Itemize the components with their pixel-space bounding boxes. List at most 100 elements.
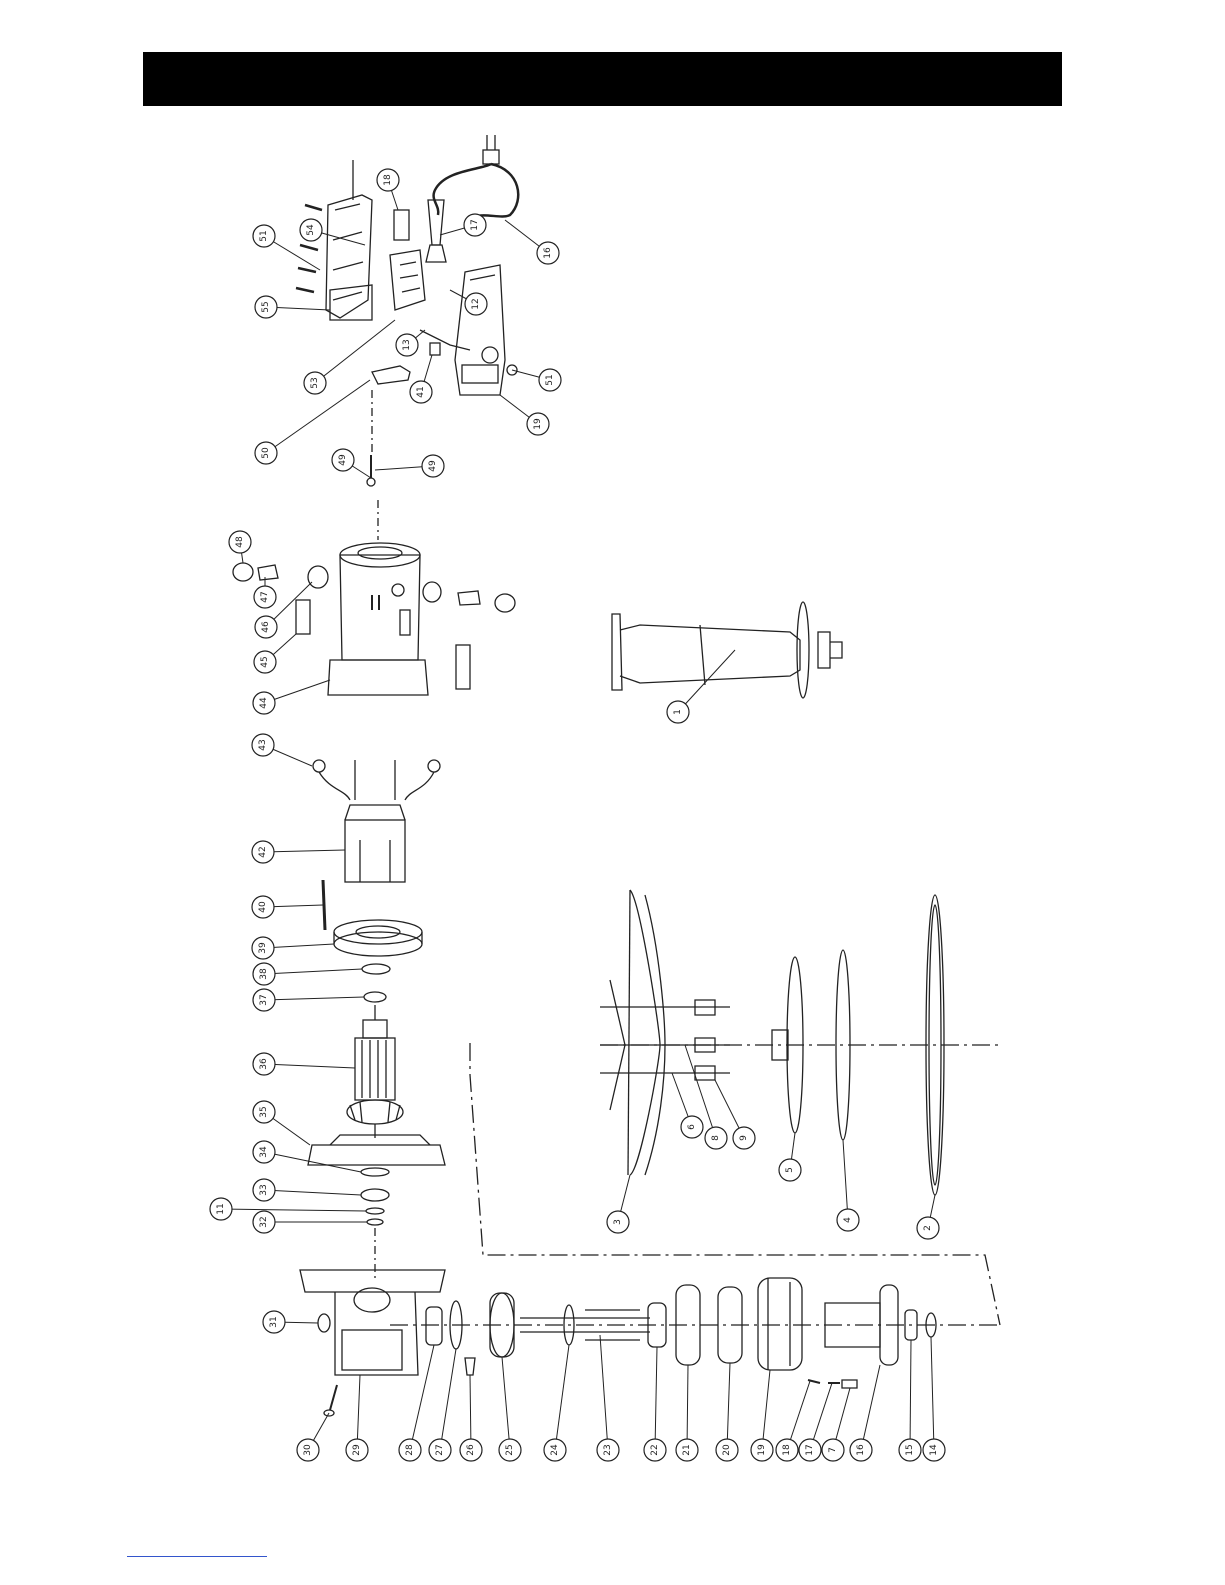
callout-label: 53	[310, 377, 320, 388]
callout-15: 15	[899, 1340, 921, 1461]
callout-label: 38	[259, 968, 269, 980]
callout-label: 54	[306, 224, 316, 236]
callout-label: 51	[259, 230, 269, 241]
callout-leader	[655, 1347, 657, 1450]
callout-54: 54	[300, 219, 365, 245]
callout-label: 27	[435, 1444, 445, 1455]
callout-label: 41	[416, 386, 426, 397]
callout-label: 49	[428, 460, 438, 472]
callout-label: 39	[258, 942, 268, 954]
callout-45: 45	[254, 634, 296, 673]
callout-leader	[264, 1152, 361, 1172]
callout-18: 18	[377, 169, 399, 210]
callout-48: 48	[229, 531, 251, 563]
callout-leader	[600, 1335, 608, 1450]
callout-label: 37	[259, 994, 269, 1005]
callout-label: 22	[650, 1444, 660, 1455]
callout-36: 36	[253, 1053, 355, 1075]
callout-label: 17	[805, 1444, 815, 1455]
callout-19: 19	[751, 1370, 773, 1461]
callout-13: 13	[396, 330, 425, 356]
callout-28: 28	[399, 1345, 434, 1461]
callout-label: 33	[259, 1184, 269, 1195]
callout-label: 20	[722, 1444, 732, 1456]
callout-leader	[315, 320, 395, 383]
callout-6: 6	[672, 1073, 703, 1138]
callout-label: 31	[269, 1316, 279, 1327]
callout-39: 39	[252, 937, 334, 959]
callout-22: 22	[644, 1347, 666, 1461]
callout-label: 40	[258, 901, 268, 913]
callout-label: 2	[923, 1225, 933, 1231]
callout-23: 23	[597, 1335, 619, 1461]
callout-leader	[264, 997, 364, 1000]
callout-leader	[410, 1345, 434, 1450]
callout-label: 4	[843, 1217, 853, 1223]
callout-label: 29	[352, 1444, 362, 1456]
side-handle-group	[612, 602, 842, 698]
stator-armature-group	[308, 760, 445, 1280]
callout-44: 44	[253, 680, 330, 714]
callout-24: 24	[544, 1345, 569, 1461]
callout-leader	[843, 1140, 848, 1220]
callout-29: 29	[346, 1375, 368, 1461]
callout-47: 47	[254, 577, 276, 608]
callout-label: 21	[682, 1444, 692, 1455]
callout-55: 55	[255, 296, 330, 318]
callout-label: 36	[259, 1058, 269, 1070]
callout-11: 11	[210, 1198, 366, 1220]
callout-17: 17	[440, 214, 486, 236]
gear-head-group	[300, 1043, 1000, 1416]
callout-12: 12	[450, 290, 487, 315]
callout-leader	[910, 1340, 911, 1450]
callout-layer: 1617185154555313124151195049494847464544…	[210, 169, 945, 1461]
callout-26: 26	[460, 1375, 482, 1461]
callout-label: 48	[235, 536, 245, 548]
callout-label: 11	[216, 1203, 226, 1214]
callout-label: 25	[505, 1444, 515, 1455]
callout-19: 19	[500, 395, 549, 435]
callout-label: 5	[785, 1167, 795, 1173]
callout-label: 49	[338, 454, 348, 466]
callout-leader	[264, 969, 362, 974]
callout-label: 32	[259, 1216, 269, 1227]
callout-label: 26	[466, 1444, 476, 1456]
callout-14: 14	[923, 1337, 945, 1461]
callout-20: 20	[716, 1363, 738, 1461]
callout-label: 16	[856, 1444, 866, 1456]
callout-5: 5	[779, 1133, 801, 1181]
callout-label: 43	[258, 739, 268, 750]
callout-label: 1	[673, 709, 683, 715]
callout-leader	[264, 1064, 355, 1068]
callout-leader	[762, 1370, 770, 1450]
callout-1: 1	[667, 650, 735, 723]
callout-label: 13	[402, 339, 412, 350]
callout-label: 14	[929, 1444, 939, 1456]
callout-21: 21	[676, 1365, 698, 1461]
callout-label: 3	[613, 1219, 623, 1225]
callout-label: 9	[739, 1135, 749, 1141]
callout-3: 3	[607, 1175, 630, 1233]
callout-label: 15	[905, 1444, 915, 1455]
callout-label: 51	[545, 374, 555, 385]
callout-4: 4	[837, 1140, 859, 1231]
callout-leader	[440, 1349, 456, 1450]
callout-30: 30	[297, 1413, 329, 1461]
callout-38: 38	[253, 963, 362, 985]
callout-40: 40	[252, 896, 323, 918]
callout-label: 19	[533, 418, 543, 430]
callout-label: 23	[603, 1444, 613, 1455]
callout-label: 45	[260, 656, 270, 667]
callout-37: 37	[253, 989, 364, 1011]
callout-label: 35	[259, 1106, 269, 1117]
callout-41: 41	[410, 355, 432, 403]
callout-label: 46	[261, 621, 271, 633]
callout-43: 43	[252, 734, 312, 766]
guard-disc-group	[600, 890, 1000, 1195]
callout-leader	[264, 1190, 361, 1195]
callout-label: 18	[782, 1444, 792, 1456]
callout-label: 34	[259, 1146, 269, 1158]
callout-32: 32	[253, 1211, 367, 1233]
callout-label: 50	[261, 447, 271, 459]
callout-35: 35	[253, 1101, 310, 1145]
